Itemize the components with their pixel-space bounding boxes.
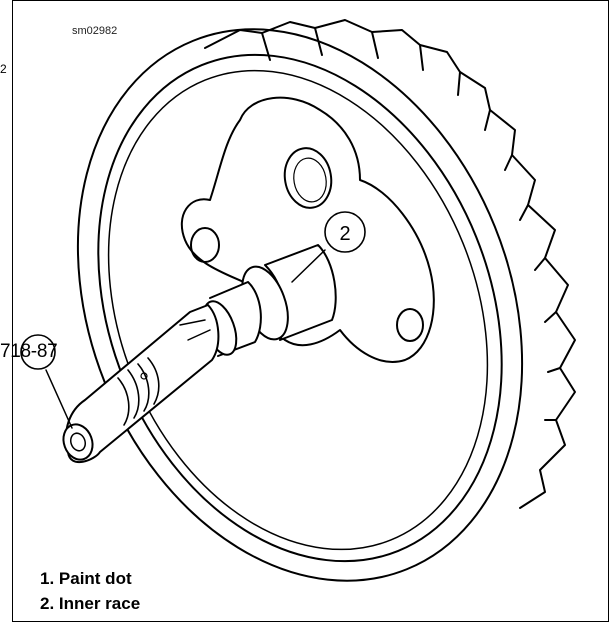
output-shaft <box>65 304 220 464</box>
callout-1-circle <box>20 334 56 370</box>
legend: 1. Paint dot 2. Inner race <box>40 566 140 616</box>
legend-item-inner-race: 2. Inner race <box>40 594 141 613</box>
plate-hole-right <box>396 308 424 342</box>
legend-item-paint-dot: 1. Paint dot <box>40 569 132 588</box>
figure-frame <box>12 0 609 622</box>
callout-2-number: 2 <box>339 223 350 245</box>
figure-reference-code: sm02982 <box>72 25 118 37</box>
edge-stub-text: 2 <box>0 62 7 76</box>
shaft-end <box>62 423 94 461</box>
callout-1-leader <box>45 369 73 429</box>
callout-2-circle <box>324 211 366 253</box>
sprocket-teeth <box>204 19 576 509</box>
callout-2-leader <box>291 249 326 283</box>
back-plate <box>180 96 435 363</box>
plate-hole-large <box>283 147 333 209</box>
plate-hole-left <box>190 227 220 263</box>
callout-1-overflow-label: 718-87 <box>0 341 58 362</box>
